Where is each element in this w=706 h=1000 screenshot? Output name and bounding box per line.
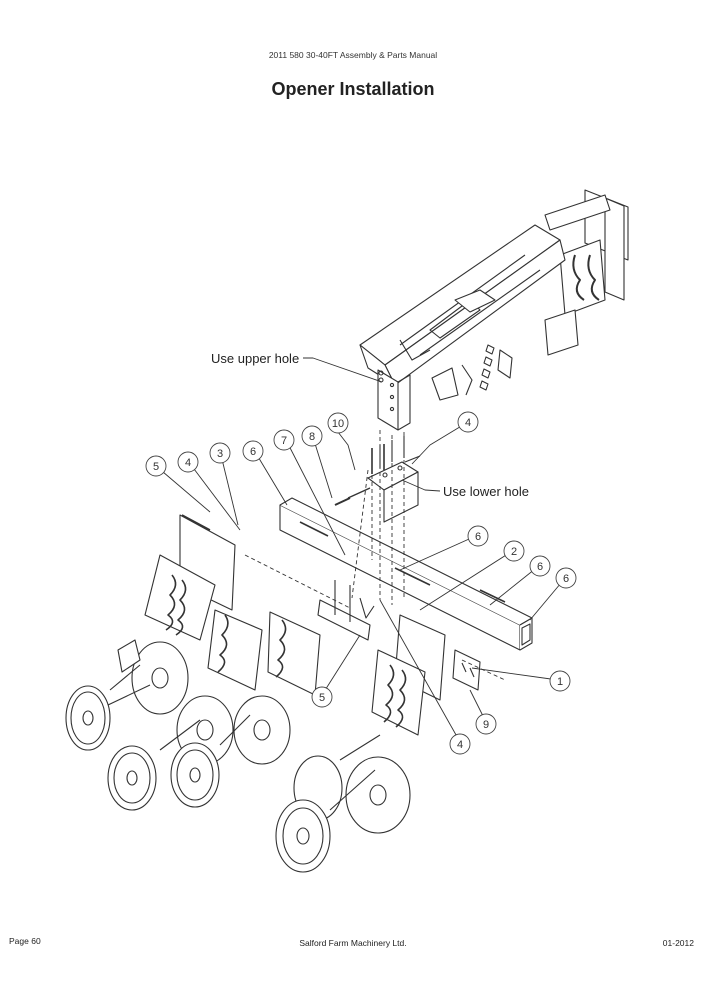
callout-balloon: 10 [327,412,349,434]
svg-text:6: 6 [475,531,481,543]
callout-balloons: 10 4 8 7 6 3 4 5 [145,411,577,755]
callout-balloon: 6 [555,567,577,589]
svg-text:9: 9 [483,719,489,731]
callout-balloon: 1 [549,670,571,692]
callout-balloon: 6 [242,440,264,462]
mounting-bracket-assembly [359,189,629,431]
callout-balloon: 4 [457,411,479,433]
callout-balloon: 7 [273,429,295,451]
middle-opener-group [107,580,371,811]
callout-balloon: 4 [449,733,471,755]
callout-balloon: 6 [467,525,489,547]
svg-text:1: 1 [557,676,563,688]
callout-balloon: 8 [301,425,323,447]
svg-text:6: 6 [563,573,569,585]
svg-text:2: 2 [511,546,517,558]
svg-text:10: 10 [332,418,344,430]
callout-balloon: 4 [177,451,199,473]
company-name: Salford Farm Machinery Ltd. [299,938,407,948]
manual-header: 2011 580 30-40FT Assembly & Parts Manual [268,50,438,60]
svg-text:3: 3 [217,448,223,460]
svg-text:6: 6 [250,446,256,458]
right-opener-group [275,614,481,873]
revision-date: 01-2012 [662,938,694,948]
hardware [181,444,506,678]
leader-lines [155,357,567,743]
svg-text:4: 4 [185,457,191,469]
svg-text:5: 5 [153,461,159,473]
svg-text:4: 4 [465,417,471,429]
callout-balloon: 5 [145,455,167,477]
clamp-bracket [334,436,421,523]
page-title: Opener Installation [271,79,435,99]
svg-text:8: 8 [309,431,315,443]
callout-balloon: 2 [503,540,525,562]
note-upper-hole: Use upper hole [211,351,299,366]
svg-text:7: 7 [281,435,287,447]
svg-text:6: 6 [537,561,543,573]
callout-balloon: 6 [529,555,551,577]
assembly-guide-lines [244,430,506,681]
svg-text:4: 4 [457,739,463,751]
toolbar-tube [279,497,533,651]
callout-balloon: 3 [209,442,231,464]
page-number: Page 60 [9,936,41,946]
svg-text:5: 5 [319,692,325,704]
callout-balloon: 5 [311,686,333,708]
note-lower-hole: Use lower hole [443,484,529,499]
left-opener-group [65,514,236,751]
callout-balloon: 9 [475,713,497,735]
